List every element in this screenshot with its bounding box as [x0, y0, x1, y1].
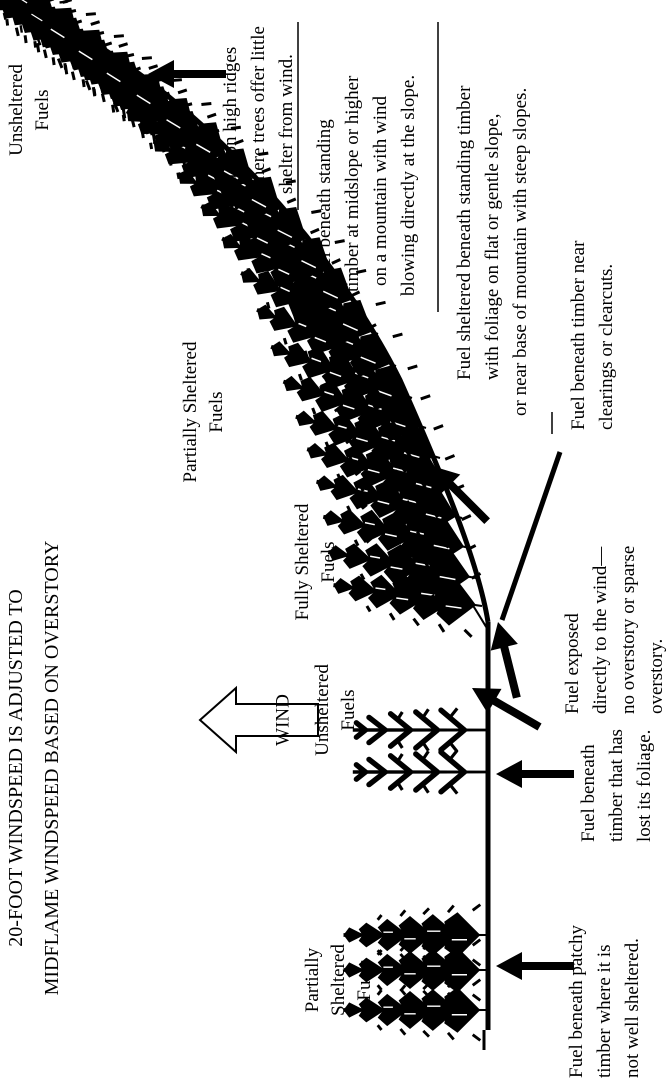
lost-foliage-arrow-icon [496, 760, 574, 788]
category-label: Fuels [206, 391, 227, 432]
diagram-title: 20-FOOT WINDSPEED IS ADJUSTED TO MIDFLAM… [5, 541, 63, 996]
desc-line: with foliage on flat or gentle slope, [482, 114, 503, 380]
title-line-2: MIDFLAME WINDSPEED BASED ON OVERSTORY [41, 541, 63, 996]
category-label: Partially Sheltered [180, 341, 201, 482]
wind-label: WIND [272, 694, 293, 746]
category-label: Fuels [338, 689, 359, 730]
desc-ridges: Fuel on high ridges where trees offer li… [220, 26, 297, 194]
desc-line: on a mountain with wind [370, 96, 391, 286]
category-label: Unsheltered [312, 664, 333, 756]
desc-line: where trees offer little [248, 26, 269, 194]
desc-lost-foliage: Fuel beneath timber that has lost its fo… [578, 729, 655, 842]
clearings-arrow-shaft [499, 451, 563, 621]
desc-line: timber where it is [594, 945, 615, 1079]
desc-line: Fuel beneath standing [314, 119, 335, 286]
patchy-arrow-icon [496, 952, 574, 980]
desc-exposed: Fuel exposed directly to the wind— no ov… [562, 546, 667, 714]
desc-line: no overstory or sparse [618, 546, 639, 714]
ridge-arrow-icon [148, 60, 226, 88]
category-label: Fuels [318, 541, 339, 582]
desc-line: shelter from wind. [276, 54, 297, 194]
desc-line: directly to the wind— [590, 546, 611, 714]
desc-line: lost its foliage. [634, 730, 655, 842]
category-unsheltered-flat: Unsheltered Fuels [312, 664, 359, 756]
desc-patchy: Fuel beneath patchy timber where it is n… [566, 924, 643, 1078]
desc-line: Fuel sheltered beneath standing timber [454, 85, 475, 380]
desc-line: timber at midslope or higher [342, 75, 363, 292]
category-label: Fully Sheltered [292, 503, 313, 620]
category-label: Fuels [32, 89, 53, 130]
pointer-arrows [148, 60, 574, 980]
category-partially-slope: Partially Sheltered Fuels [180, 341, 227, 482]
wind-arrow-icon: WIND [198, 685, 319, 755]
category-fully: Fully Sheltered Fuels [292, 503, 339, 620]
desc-clearings: Fuel beneath timber near clearings or cl… [568, 240, 617, 430]
desc-line: Fuel beneath patchy [566, 924, 587, 1078]
desc-midslope: Fuel beneath standing timber at midslope… [314, 75, 419, 296]
desc-line: Fuel beneath [578, 744, 599, 842]
desc-line: timber that has [606, 729, 627, 842]
desc-line: Fuel exposed [562, 613, 583, 714]
category-label: Partially [302, 947, 323, 1012]
desc-line: Fuel beneath timber near [568, 240, 589, 430]
desc-line: or near base of mountain with steep slop… [510, 88, 531, 416]
category-unsheltered-top: Unsheltered Fuels [6, 64, 53, 156]
category-label: Sheltered [328, 944, 349, 1016]
category-label: Unsheltered [6, 64, 27, 156]
desc-line: blowing directly at the slope. [398, 75, 419, 296]
desc-line: not well sheltered. [622, 938, 643, 1078]
title-line-1: 20-FOOT WINDSPEED IS ADJUSTED TO [5, 589, 27, 946]
desc-foliage: Fuel sheltered beneath standing timber w… [454, 85, 531, 416]
category-label: Fuels [354, 959, 375, 1000]
desc-line: Fuel on high ridges [220, 47, 241, 194]
desc-line: clearings or clearcuts. [596, 264, 617, 430]
desc-line: overstory. [646, 639, 667, 714]
category-partially-flat: Partially Sheltered Fuels [302, 944, 375, 1016]
